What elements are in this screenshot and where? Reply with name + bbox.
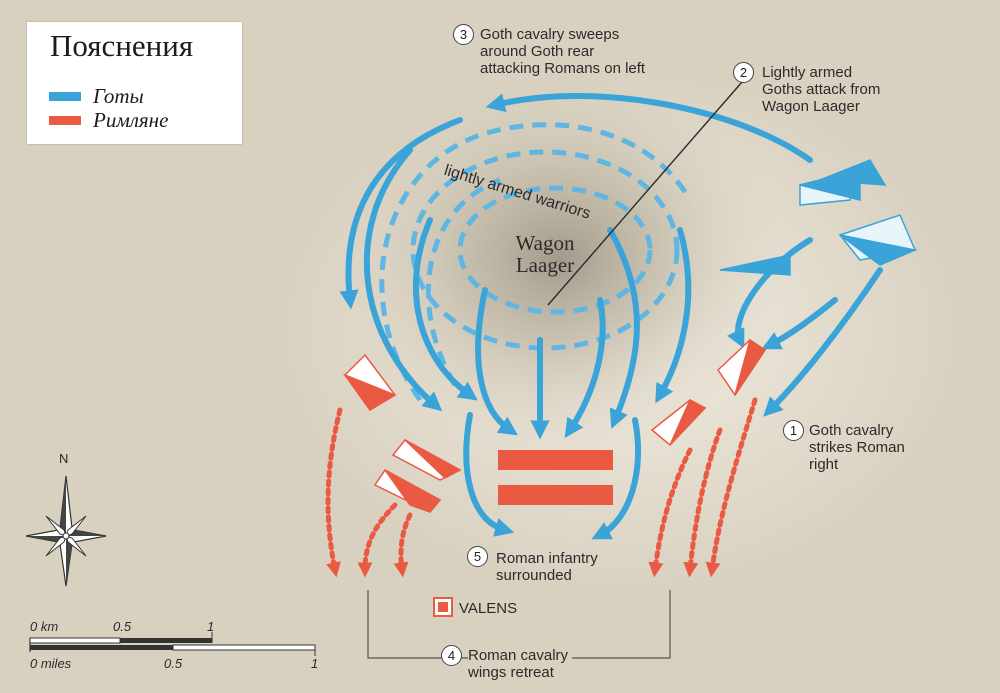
- compass-rose: [25, 475, 107, 587]
- annotation-1-number: 1: [783, 420, 804, 441]
- annotation-2-line-1: Lightly armed: [762, 64, 853, 81]
- wagon-laager-label: Wagon Laager: [497, 232, 593, 276]
- annotation-2-text: Lightly armed Goths attack from Wagon La…: [762, 64, 880, 115]
- valens-label: VALENS: [459, 600, 518, 617]
- romans-swatch: [49, 116, 81, 125]
- annotation-1-line-1: Goth cavalry: [809, 422, 894, 439]
- scale-miles-1: 1: [311, 656, 319, 671]
- annotation-3-line-1: Goth cavalry sweeps: [480, 26, 620, 43]
- legend-label-romans: Римляне: [93, 108, 169, 132]
- annotation-5-line-1: Roman infantry: [496, 550, 598, 567]
- goth-arrows: [339, 93, 883, 540]
- legend-title: Пояснения: [50, 28, 194, 63]
- annotation-4-text: Roman cavalry wings retreat: [468, 647, 573, 681]
- annotation-5-text: Roman infantry surrounded: [496, 550, 598, 584]
- annotation-4-number: 4: [441, 645, 462, 666]
- roman-cavalry-units: [342, 338, 767, 513]
- annotation-3-line-3: attacking Romans on left: [480, 60, 646, 77]
- legend: Пояснения Готы Римляне: [27, 22, 242, 144]
- compass-north-label: N: [59, 451, 69, 466]
- scale-km-0: 0 km: [30, 619, 59, 634]
- annotation-4-line-2: wings retreat: [468, 664, 554, 681]
- annotation-1-line-3: right: [809, 456, 839, 473]
- annotation-5-number: 5: [467, 546, 488, 567]
- legend-label-goths: Готы: [93, 84, 144, 108]
- annotation-5-line-2: surrounded: [496, 567, 572, 584]
- roman-infantry: [498, 450, 613, 505]
- annotation-4-line-1: Roman cavalry: [468, 647, 569, 664]
- goths-swatch: [49, 92, 81, 101]
- goth-cavalry-units: [719, 159, 918, 276]
- annotation-1-line-2: strikes Roman: [809, 439, 905, 456]
- valens-marker-fill: [438, 602, 448, 612]
- annotation-2-line-3: Wagon Laager: [762, 98, 860, 115]
- annotation-3-line-2: around Goth rear: [480, 43, 595, 60]
- roman-retreat-arrows: [325, 397, 758, 578]
- annotation-3-text: Goth cavalry sweeps around Goth rear att…: [480, 26, 645, 77]
- scale-km-half: 0.5: [113, 619, 132, 634]
- annotation-2-line-2: Goths attack from: [762, 81, 881, 98]
- goth-warrior-rings: [379, 122, 693, 402]
- scale-bar: [29, 632, 316, 656]
- annotation-1-text: Goth cavalry strikes Roman right: [809, 422, 905, 473]
- scale-miles-0: 0 miles: [30, 656, 72, 671]
- annotation-3-number: 3: [453, 24, 474, 45]
- scale-km-1: 1: [207, 619, 215, 634]
- annotation-2-number: 2: [733, 62, 754, 83]
- annotation-2-pointer: [547, 81, 743, 306]
- wagon-laager-line-1: Wagon: [515, 231, 575, 255]
- scale-miles-half: 0.5: [164, 656, 183, 671]
- wagon-laager-line-2: Laager: [515, 253, 575, 277]
